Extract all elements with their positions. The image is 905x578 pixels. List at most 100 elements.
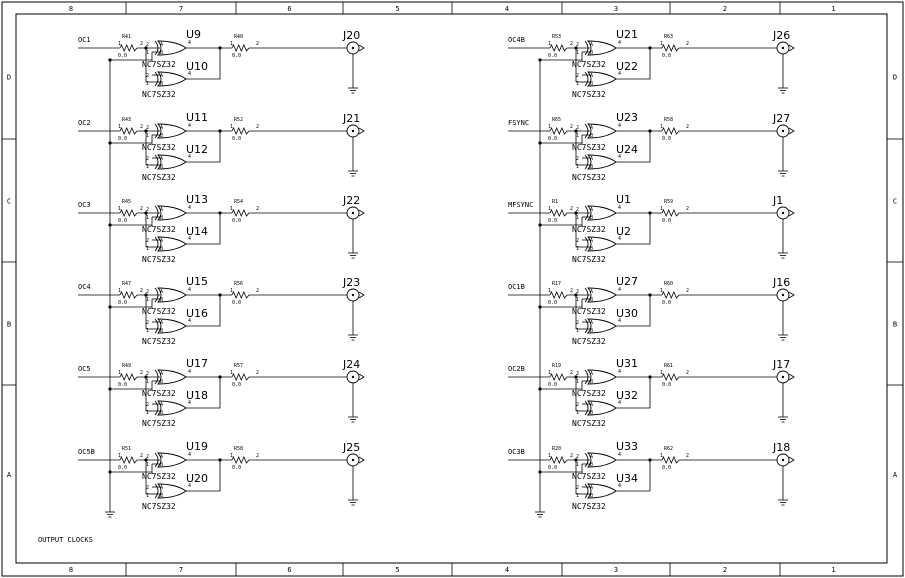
gate-b-output-wire [616,460,651,492]
zone-label-top: 3 [614,5,618,13]
gate-a-part: NC7SZ32 [572,225,606,234]
pin-number: 2 [146,402,149,408]
gate-b-part: NC7SZ32 [142,502,176,511]
pin-number: 4 [188,205,191,211]
or-gate-back [154,483,159,499]
zone-label-bottom: 3 [614,566,618,574]
pin-number: 4 [188,369,191,375]
pin-number: 1 [146,164,149,170]
pin-number: 1 [146,493,149,499]
pin-number: 4 [618,236,621,242]
pin-number: 1 [146,81,149,87]
resistor-symbol [549,43,568,53]
or-gate-back [154,400,159,416]
pin-number: 2 [140,453,143,459]
pin-number: 2 [140,124,143,130]
output-resistor-ref: R60 [664,281,673,287]
zone-label-bottom: 1 [831,566,835,574]
pin-name: A [590,207,593,213]
pin-number: 2 [146,156,149,162]
coax-connector-tab [358,291,365,299]
gate-a-ref: U31 [616,357,638,370]
gate-b-ref: U30 [616,307,638,320]
pin-number: 2 [570,124,573,130]
coax-connector-pin [351,211,355,215]
pin-name: B [160,164,163,170]
output-resistor-value: 0.0 [232,300,241,306]
pin-number: 4 [618,154,621,160]
pin-number: 2 [146,289,149,295]
or-gate-symbol [587,71,617,87]
net-label-input: MFSYNC [508,201,533,209]
resistor-symbol [231,43,250,53]
output-resistor-ref: R56 [234,281,243,287]
resistor-symbol [661,455,680,465]
input-resistor-value: 0.0 [118,136,127,142]
net-label-input: OC3 [78,201,91,209]
pin-name: A [590,320,593,326]
input-resistor-value: 0.0 [118,382,127,388]
zone-label-right: D [893,74,897,82]
pin-number: 2 [576,207,579,213]
net-label-input: OC4B [508,36,525,44]
or-gate-back [154,236,159,252]
coax-connector-pin [351,458,355,462]
pin-name: B [160,246,163,252]
pin-name: A [160,238,163,244]
pin-number: 2 [146,125,149,131]
pin-number: 1 [576,493,579,499]
pin-number: 2 [576,402,579,408]
gate-a-ref: U21 [616,28,638,41]
net-label-input: OC5 [78,365,91,373]
or-gate-symbol [157,369,187,385]
resistor-symbol [231,290,250,300]
or-gate-back [154,154,159,170]
pin-number: 2 [570,453,573,459]
gate-b-ref: U22 [616,60,638,73]
pin-number: 1 [660,124,663,130]
gate-b-part: NC7SZ32 [572,337,606,346]
pin-number: 1 [118,288,121,294]
gate-a-part: NC7SZ32 [572,307,606,316]
output-resistor-value: 0.0 [232,53,241,59]
pin-number: 2 [576,73,579,79]
resistor-symbol [119,372,138,382]
pin-number: 1 [660,41,663,47]
pin-name: B [590,50,593,56]
or-gate-symbol [587,40,617,56]
gate-a-part: NC7SZ32 [142,60,176,69]
gate-a-part: NC7SZ32 [572,389,606,398]
pin-number: 1 [146,50,149,56]
or-gate-symbol [157,40,187,56]
pin-number: 2 [576,156,579,162]
resistor-symbol [549,208,568,218]
pin-number: 2 [686,453,689,459]
or-gate-symbol [157,236,187,252]
pin-number: 2 [146,42,149,48]
output-resistor-ref: R57 [234,363,243,369]
connector-ref: J25 [342,441,360,454]
pin-name: A [590,289,593,295]
pin-number: 2 [256,41,259,47]
pin-name: B [160,81,163,87]
or-gate-back [584,236,589,252]
input-resistor-value: 0.0 [548,300,557,306]
or-gate-back [154,205,159,221]
gate-b-output-wire [616,295,651,327]
or-gate-symbol [587,483,617,499]
pin-name: A [160,125,163,131]
pin-name: A [590,42,593,48]
input-resistor-ref: R53 [552,34,561,40]
resistor-symbol [119,290,138,300]
pin-name: A [160,42,163,48]
coax-connector-pin [351,293,355,297]
or-gate-back [584,287,589,303]
pin-number: 1 [230,206,233,212]
gate-b-output-wire [616,131,651,163]
